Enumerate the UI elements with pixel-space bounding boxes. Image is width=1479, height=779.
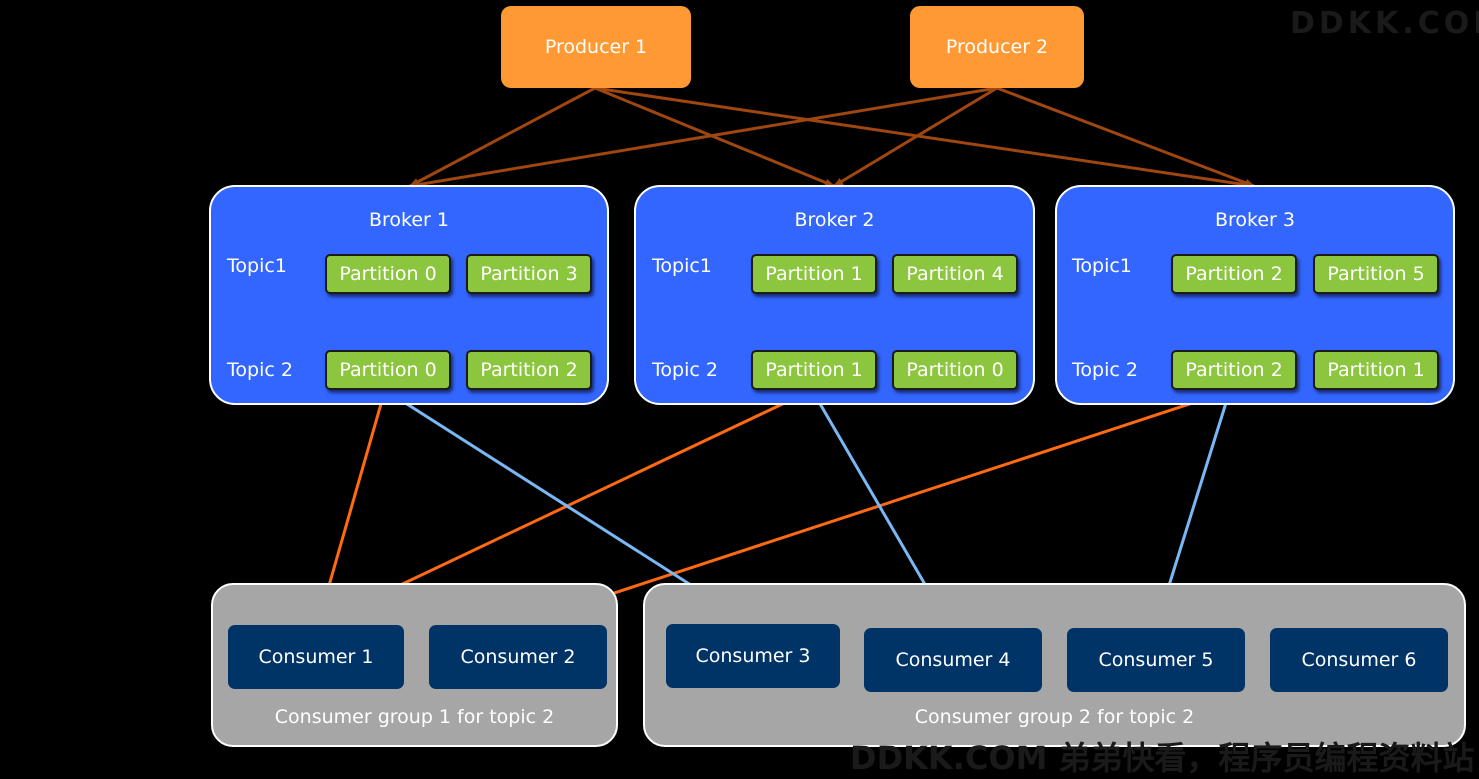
broker-2: Broker 2 Topic1 Topic 2 Partition 1 Part…	[634, 185, 1035, 405]
consumer-group-1: Consumer 1 Consumer 2 Consumer group 1 f…	[211, 583, 618, 747]
broker-3-topic1-partition-a: Partition 2	[1171, 254, 1297, 294]
broker-2-topic1-partition-a: Partition 1	[751, 254, 877, 294]
producer1-to-broker2	[594, 86, 835, 188]
consumer-3: Consumer 3	[666, 624, 840, 688]
consumer-group-2-label: Consumer group 2 for topic 2	[914, 706, 1195, 728]
watermark-bottom: DDKK.COM 弟弟快看，程序员编程资料站	[850, 739, 1475, 777]
broker-2-topic2-label: Topic 2	[652, 359, 718, 381]
consumer-group-1-label: Consumer group 1 for topic 2	[274, 706, 555, 728]
broker-3-topic2-label: Topic 2	[1072, 359, 1138, 381]
consumer-group-2: Consumer 3 Consumer 4 Consumer 5 Consume…	[643, 583, 1466, 747]
producer1-to-broker1	[409, 86, 596, 188]
broker-3-topic1-partition-b: Partition 5	[1313, 254, 1439, 294]
broker-1-topic1-partition-a: Partition 0	[325, 254, 451, 294]
broker-1-topic1-partition-b: Partition 3	[466, 254, 592, 294]
consumer-2: Consumer 2	[429, 625, 607, 689]
broker-2-topic2-partition-a: Partition 1	[751, 350, 877, 390]
b3p2-to-consumer2	[519, 388, 1233, 626]
broker-1-topic2-partition-a: Partition 0	[325, 350, 451, 390]
consumer-4: Consumer 4	[864, 628, 1042, 692]
broker-2-title: Broker 2	[794, 209, 875, 231]
broker-3-topic2-partition-a: Partition 2	[1171, 350, 1297, 390]
consumer-6: Consumer 6	[1270, 628, 1448, 692]
broker-2-topic1-label: Topic1	[652, 255, 712, 277]
producer2-to-broker3	[996, 86, 1255, 188]
broker-1-topic2-label: Topic 2	[227, 359, 293, 381]
broker-3: Broker 3 Topic1 Topic 2 Partition 2 Part…	[1055, 185, 1455, 405]
broker-1-title: Broker 1	[368, 209, 449, 231]
watermark-top-right: DDKK.COM	[1290, 6, 1479, 41]
broker-1-topic1-label: Topic1	[227, 255, 287, 277]
broker-2-topic1-partition-b: Partition 4	[892, 254, 1018, 294]
producer1-to-broker3	[594, 86, 1255, 189]
broker-2-topic2-partition-b: Partition 0	[892, 350, 1018, 390]
producer-1: Producer 1	[501, 6, 691, 88]
producer2-to-broker1	[409, 86, 998, 189]
broker-3-topic1-label: Topic1	[1072, 255, 1132, 277]
broker-1: Broker 1 Topic1 Topic 2 Partition 0 Part…	[209, 185, 609, 405]
producer-links	[409, 86, 1255, 189]
broker-3-title: Broker 3	[1214, 209, 1295, 231]
producer2-to-broker2	[833, 86, 998, 188]
broker-3-topic2-partition-b: Partition 1	[1313, 350, 1439, 390]
consumer-1: Consumer 1	[228, 625, 404, 689]
consumer-5: Consumer 5	[1067, 628, 1245, 692]
producer-2: Producer 2	[910, 6, 1084, 88]
broker-1-topic2-partition-b: Partition 2	[466, 350, 592, 390]
